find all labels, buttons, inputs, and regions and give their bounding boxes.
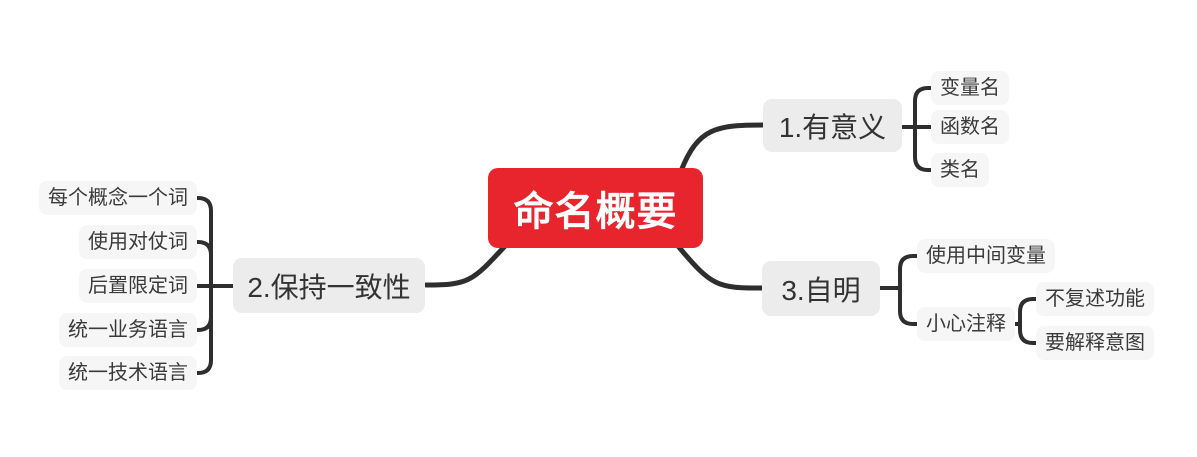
- edge-root-to-self-evident: [675, 243, 765, 291]
- leaf-no-restating-function[interactable]: 不复述功能: [1036, 282, 1154, 316]
- node-self-evident[interactable]: 3.自明: [762, 261, 880, 316]
- edge-to-one-word-per-concept: [192, 196, 213, 288]
- edge-to-class-name: [913, 125, 935, 172]
- edge-to-no-restating-function: [1018, 297, 1039, 326]
- leaf-unified-business-language[interactable]: 统一业务语言: [59, 313, 197, 347]
- leaf-explain-intent[interactable]: 要解释意图: [1036, 326, 1154, 360]
- edge-to-use-intermediate-variable: [898, 254, 919, 290]
- edge-root-to-meaningful: [678, 122, 766, 174]
- leaf-unified-technical-language[interactable]: 统一技术语言: [59, 356, 197, 390]
- node-meaningful[interactable]: 1.有意义: [763, 99, 902, 152]
- leaf-variable-name[interactable]: 变量名: [931, 71, 1009, 105]
- edge-root-to-consistency: [423, 243, 508, 288]
- edge-to-variable-name: [913, 86, 935, 129]
- node-keep-consistency[interactable]: 2.保持一致性: [233, 258, 425, 313]
- edge-to-unified-technical-language: [192, 284, 213, 375]
- leaf-postfix-qualifier[interactable]: 后置限定词: [79, 269, 197, 303]
- leaf-class-name[interactable]: 类名: [931, 153, 989, 187]
- edge-to-careful-comments: [898, 286, 919, 326]
- leaf-use-intermediate-variable[interactable]: 使用中间变量: [917, 239, 1055, 273]
- node-root-naming-summary[interactable]: 命名概要: [488, 168, 703, 248]
- leaf-careful-comments[interactable]: 小心注释: [917, 307, 1015, 341]
- leaf-one-word-per-concept[interactable]: 每个概念一个词: [39, 181, 197, 215]
- leaf-antonym-words[interactable]: 使用对仗词: [79, 225, 197, 259]
- edge-to-antonym-words: [192, 240, 213, 288]
- edge-to-explain-intent: [1018, 322, 1039, 345]
- leaf-function-name[interactable]: 函数名: [931, 110, 1009, 144]
